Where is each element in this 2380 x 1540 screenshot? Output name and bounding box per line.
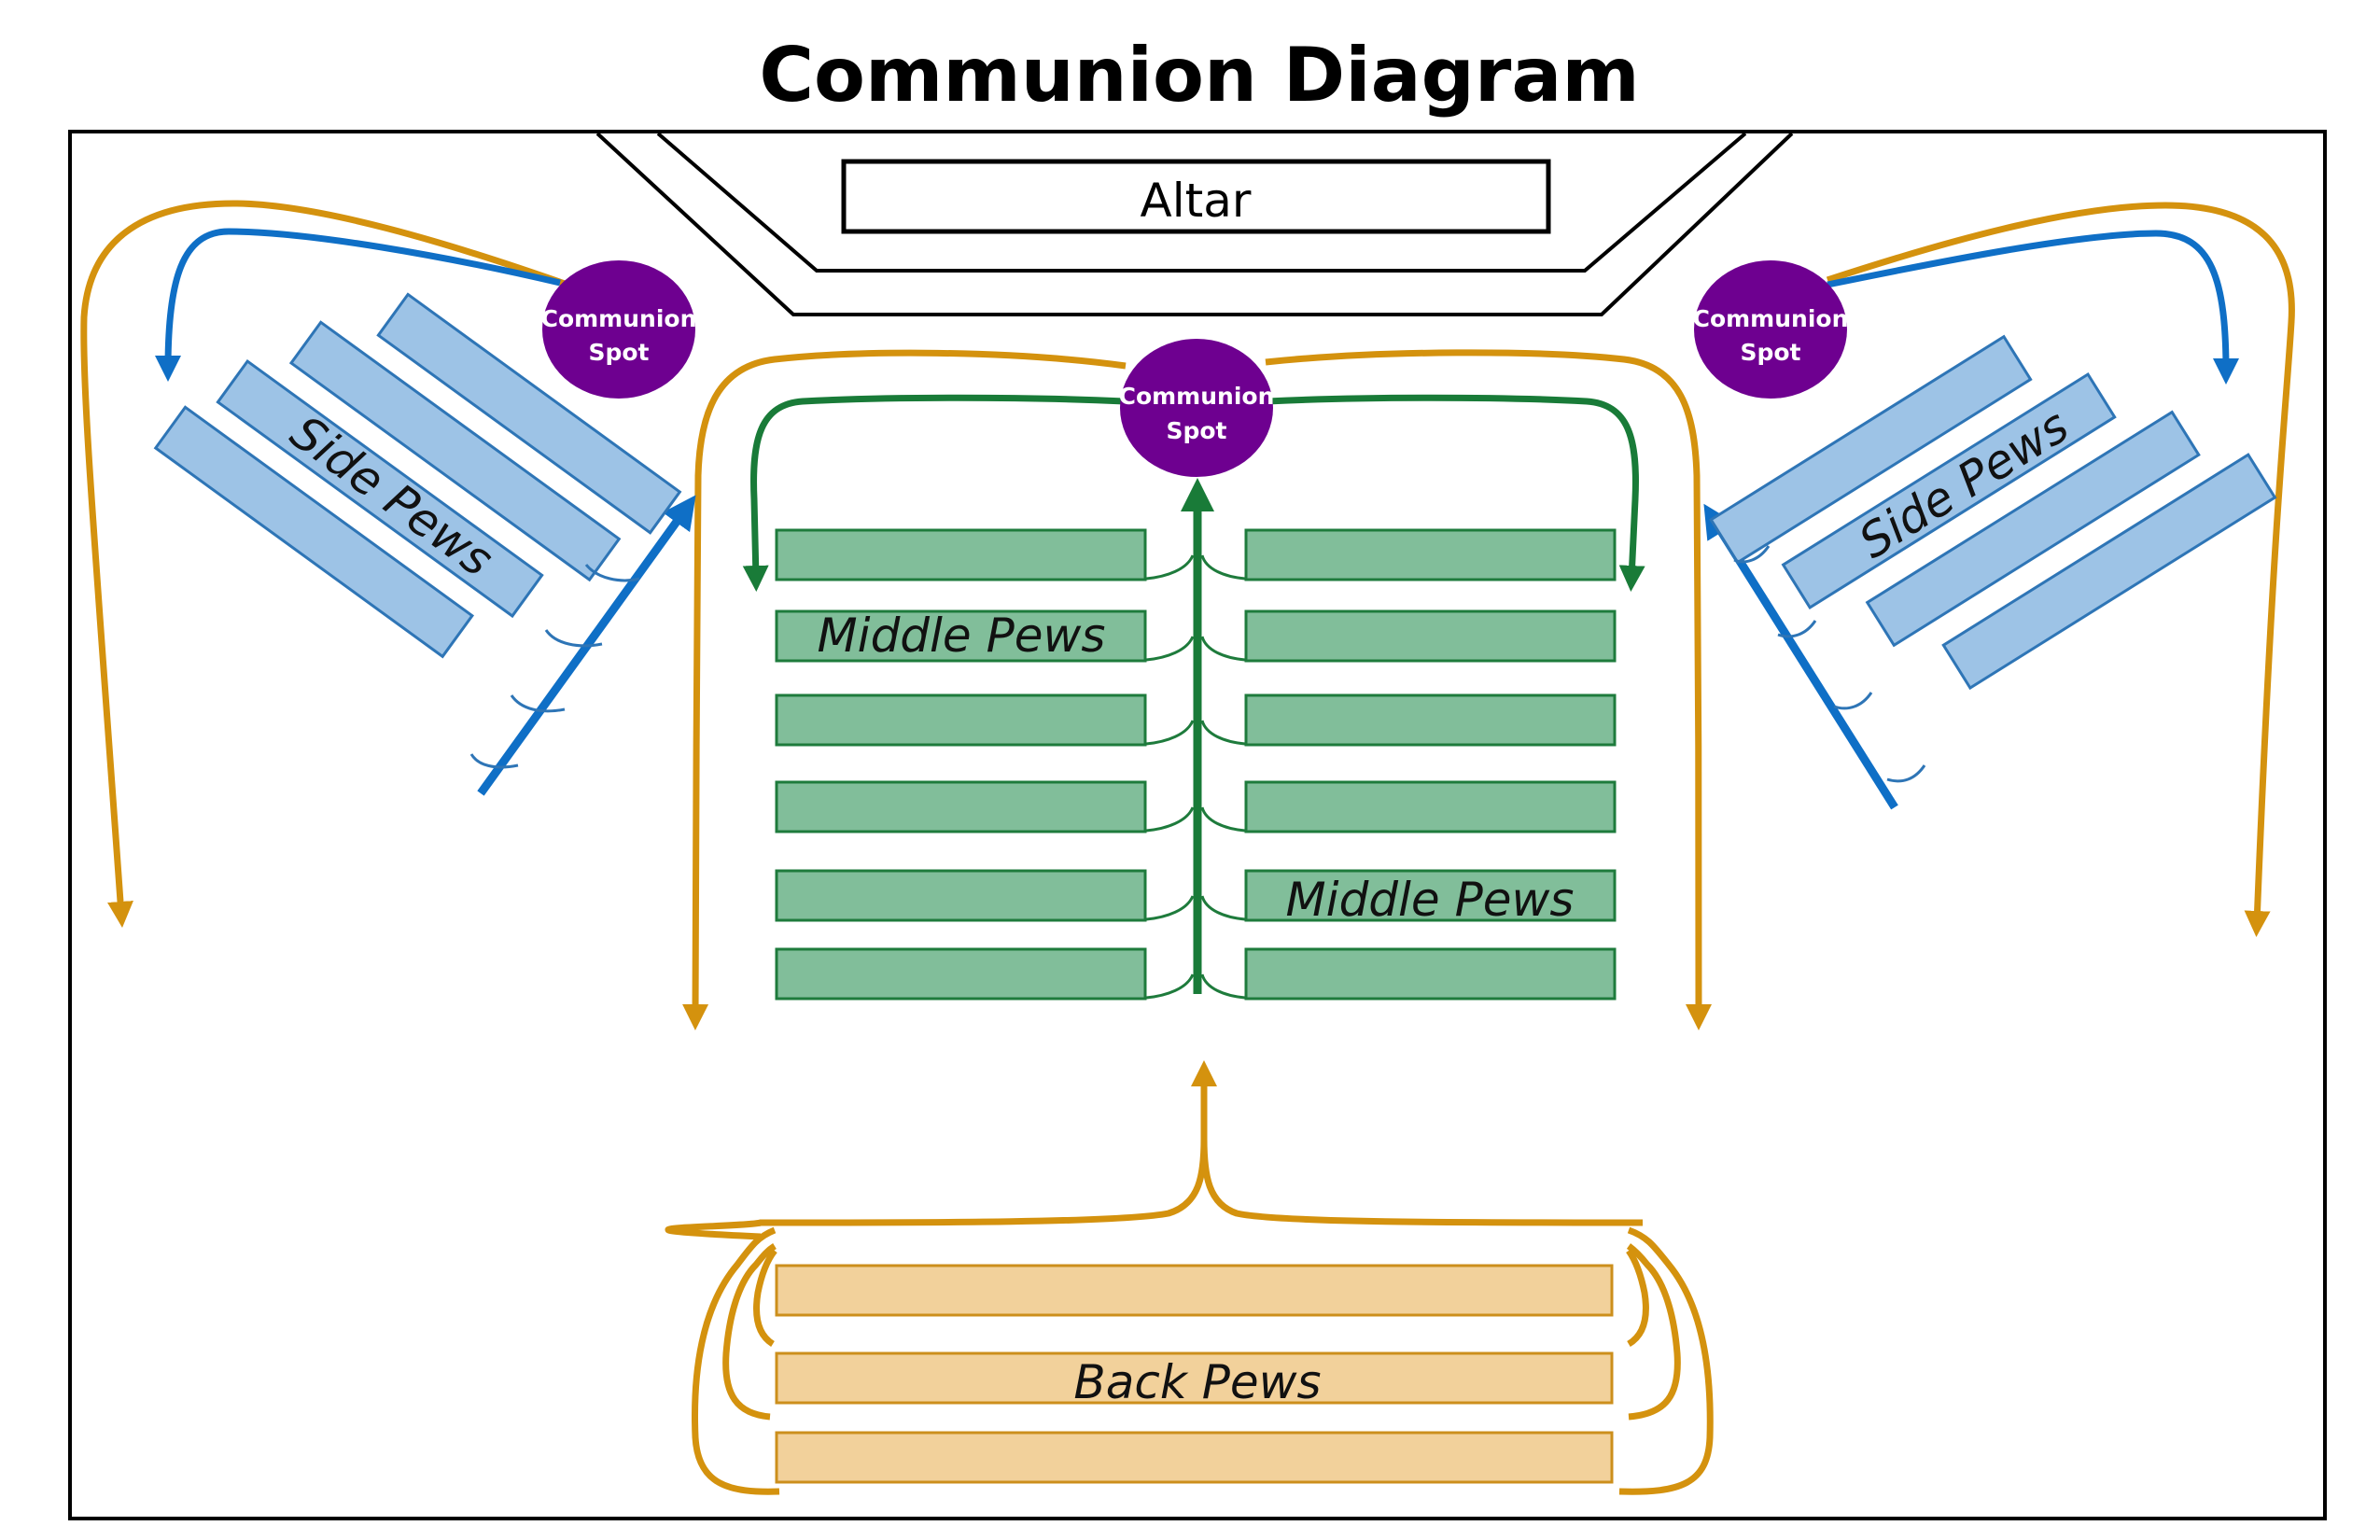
back-pews-label: Back Pews [1073,1355,1321,1409]
right-pew-hook [1733,545,1771,564]
back-pews-right-loop-mid [1626,1243,1681,1421]
left-pew-hook [510,694,566,713]
communion-spot-right-line2: Spot [1740,339,1800,366]
middle-pew [775,780,1147,833]
back-pews-left-loop-inner [753,1248,777,1347]
side-pew [153,405,475,659]
middle-pews-right-label: Middle Pews [1286,873,1575,927]
side-pew [1865,410,2201,648]
left-pew-hook [584,564,640,582]
middle-pew [1244,528,1617,581]
side-pew [216,358,544,619]
middle-left-return-arrow [682,349,1127,1030]
back-pew [775,1351,1614,1405]
side-pew [288,320,622,582]
side-pew [376,292,682,535]
center-aisle-hooks [1145,554,1246,1000]
sanctuary-outer-line [595,132,1794,316]
side-pew [1781,372,2117,609]
communion-spot-left-line1: Communion [541,305,697,332]
middle-pew [1244,609,1617,663]
communion-spot-right: Communion Spot [1693,260,1849,399]
middle-pew [775,609,1147,663]
middle-pew [775,869,1147,922]
middle-right-exit-arrow [1267,394,1645,592]
altar-label: Altar [1141,174,1252,228]
back-pews-up-arrow-left [665,1060,1217,1240]
middle-pew [1244,947,1617,1001]
middle-pew [775,947,1147,1001]
communion-spot-center-line1: Communion [1119,383,1275,410]
middle-pew [1244,869,1617,922]
left-side-exit-arrow [155,228,561,382]
communion-spot-left-line2: Spot [588,339,649,366]
communion-spot-left: Communion Spot [541,260,697,399]
middle-pews-right-block: Middle Pews [1244,528,1617,1001]
middle-pew [1244,780,1617,833]
communion-spot-center-line2: Spot [1166,417,1226,444]
back-pews-up-arrow-right [1200,1138,1644,1226]
right-pew-hook [1833,692,1873,710]
altar: Altar [841,159,1551,234]
back-pews-right-loop-outer [1618,1226,1714,1495]
communion-spot-right-line1: Communion [1693,305,1849,332]
right-pew-hook [1886,764,1926,783]
right-side-exit-arrow [1827,230,2239,385]
back-pews-right-loop-inner [1626,1248,1649,1348]
middle-right-return-arrow [1265,349,1712,1030]
middle-left-exit-arrow [742,394,1126,592]
left-outer-return-arrow [80,200,569,928]
sanctuary-inner-line [656,132,1747,273]
middle-pew [775,528,1147,581]
right-side-approach-arrow [1703,503,1898,810]
middle-pew [1244,693,1617,747]
left-pew-hook [544,629,603,648]
right-outer-return-arrow [1826,202,2295,937]
side-pew [1709,334,2033,565]
room-outline [68,130,2327,1520]
page-title: Communion Diagram [759,32,1639,119]
right-pew-hook [1777,620,1817,638]
middle-pews-left-label: Middle Pews [818,609,1106,663]
back-pew [775,1431,1614,1484]
back-pews-block: Back Pews [775,1264,1614,1484]
left-side-approach-arrow [477,495,696,796]
communion-spot-center: Communion Spot [1119,339,1275,477]
back-pews-left-loop-mid [722,1243,777,1421]
side-pew [1941,453,2277,691]
middle-pew [775,693,1147,747]
back-pew [775,1264,1614,1317]
middle-pews-left-block: Middle Pews [775,528,1147,1001]
left-pew-hook [469,753,519,769]
back-pews-left-loop-outer [692,1226,780,1495]
